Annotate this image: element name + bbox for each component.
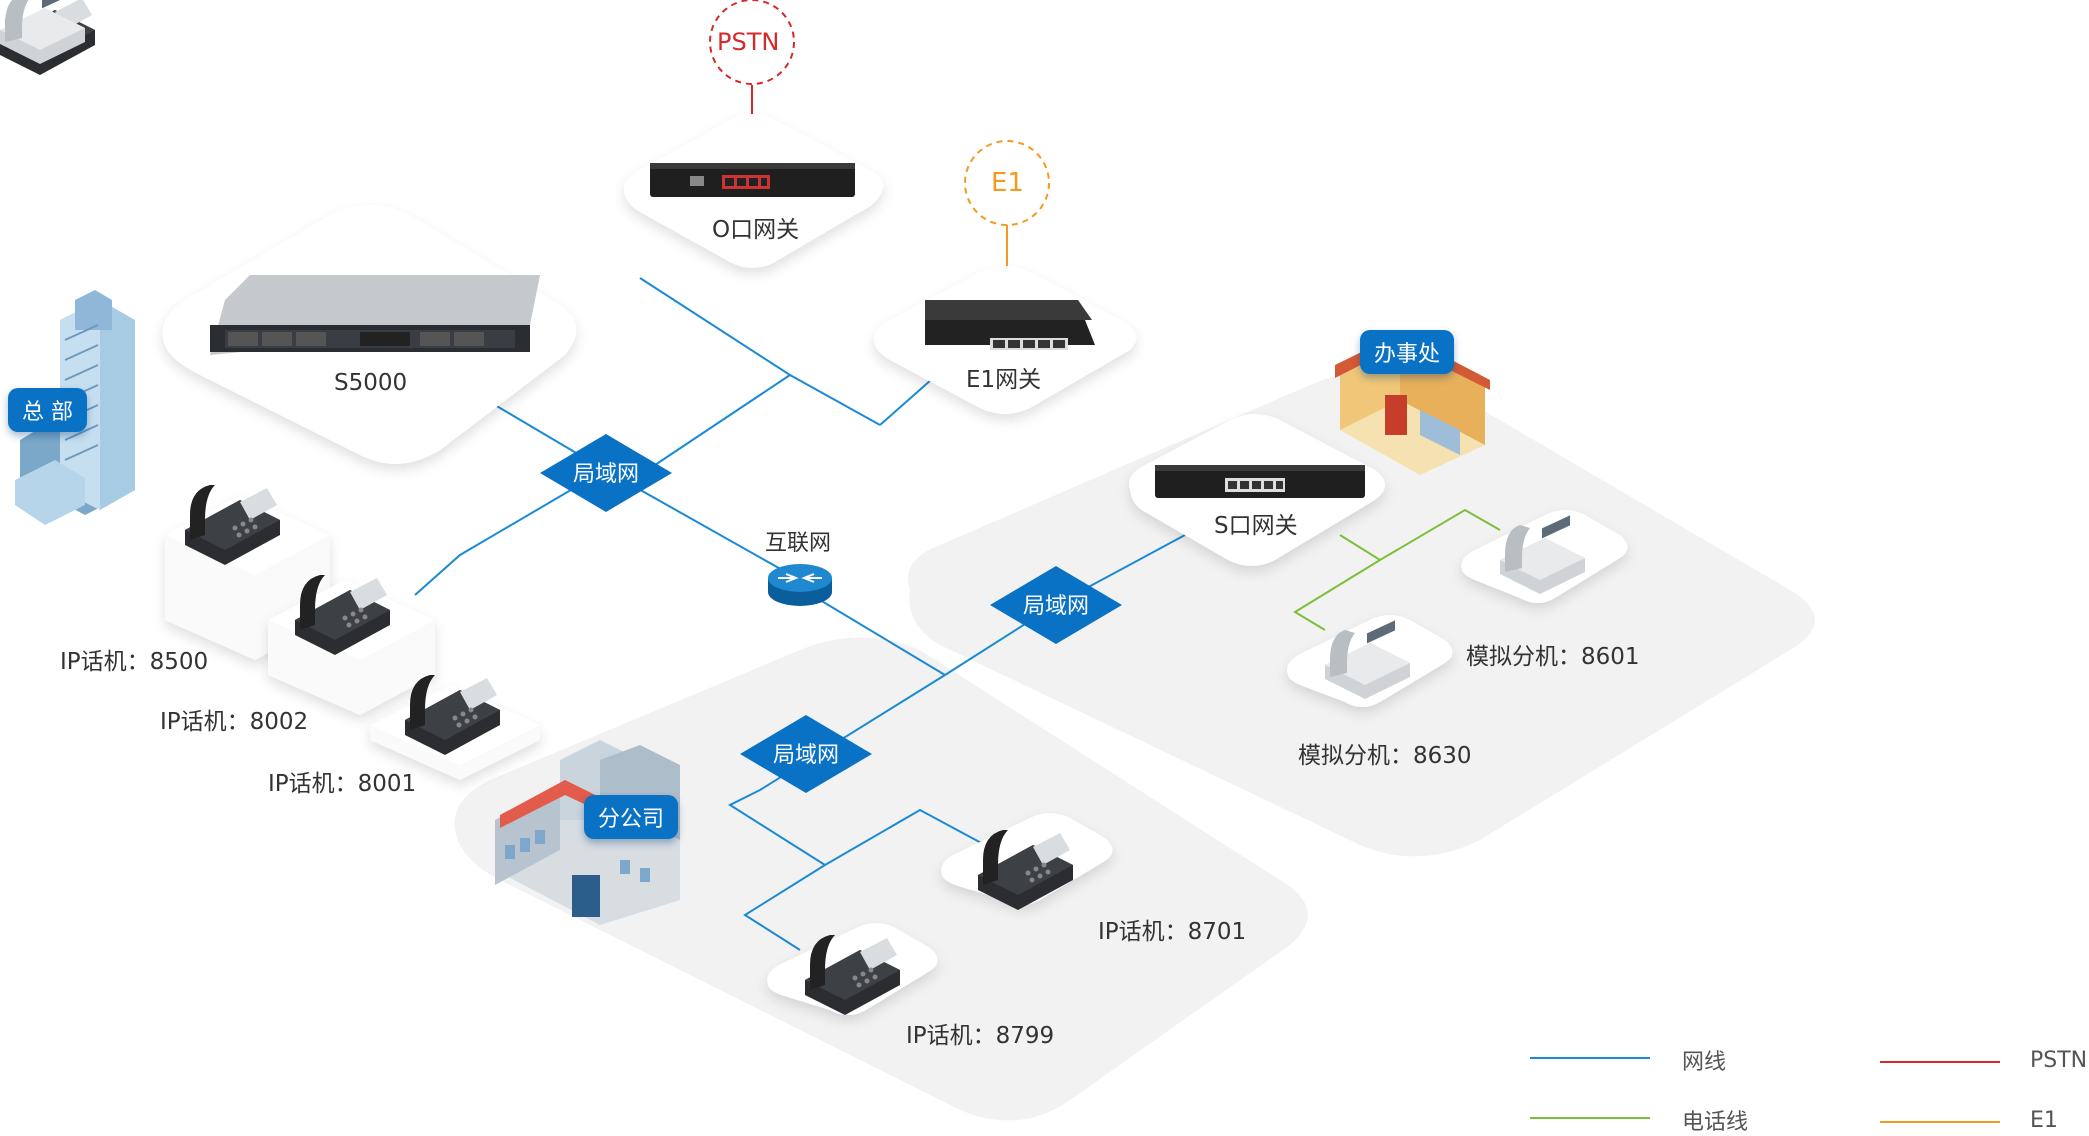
lan-label: 局域网 [772, 743, 839, 768]
lan-node-hq: 局域网 [540, 434, 672, 512]
pstn-label: PSTN [717, 28, 780, 56]
s-gateway-device [1155, 465, 1365, 498]
s5000-label: S5000 [334, 370, 408, 396]
lan-label: 局域网 [572, 462, 639, 487]
legend-e1-label: E1 [2030, 1108, 2058, 1133]
e1-gateway-label: E1网关 [966, 367, 1042, 393]
lan-label: 局域网 [1022, 594, 1089, 619]
e1-circle [964, 140, 1050, 226]
e1-label: E1 [991, 168, 1024, 198]
pstn-circle [709, 0, 795, 85]
branch-zone [454, 637, 1308, 1121]
hq-badge: 总 部 [8, 388, 87, 432]
phone-8001-label: IP话机：8001 [268, 771, 417, 797]
phone-lines [1293, 508, 1501, 631]
analog-8601-label: 模拟分机：8601 [1466, 644, 1640, 670]
legend-phone-label: 电话线 [1682, 1110, 1749, 1135]
legend [1530, 1057, 2000, 1123]
o-gateway-label: O口网关 [712, 217, 800, 243]
internet-label: 互联网 [765, 531, 832, 556]
lan-node-branch: 局域网 [740, 715, 872, 793]
phone-8799-label: IP话机：8799 [906, 1023, 1055, 1049]
e1-gateway-device [925, 300, 1095, 350]
analog-8630-label: 模拟分机：8630 [1298, 743, 1472, 769]
internet-router-icon [768, 564, 832, 606]
office-badge: 办事处 [1360, 330, 1455, 374]
s5000-server [210, 275, 540, 355]
branch-badge: 分公司 [584, 795, 679, 839]
legend-pstn-label: PSTN [2030, 1048, 2088, 1073]
s-gateway-label: S口网关 [1214, 513, 1298, 539]
legend-network-label: 网线 [1682, 1050, 1727, 1075]
phone-8500-label: IP话机：8500 [60, 649, 209, 675]
lan-node-office: 局域网 [990, 566, 1122, 644]
o-gateway-device [650, 163, 855, 197]
phone-8002-label: IP话机：8002 [160, 709, 309, 735]
phone-8701-label: IP话机：8701 [1098, 919, 1247, 945]
hq-building [15, 290, 135, 525]
